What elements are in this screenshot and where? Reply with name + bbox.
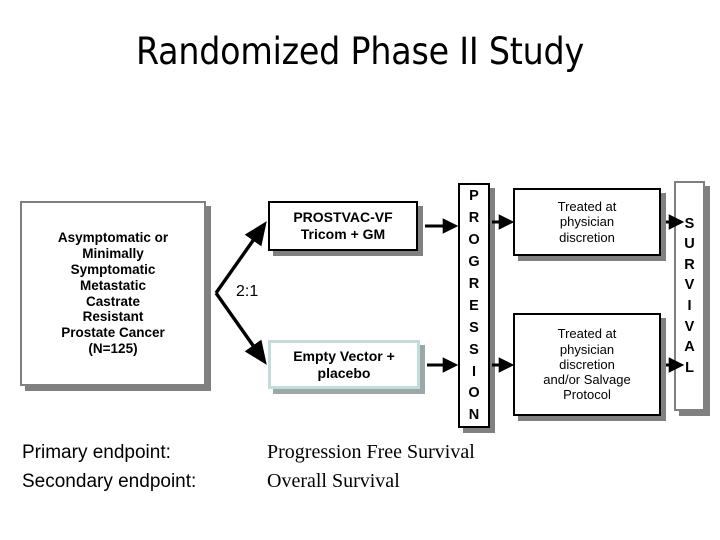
survival-letter-2: U: [684, 236, 695, 253]
eligibility-criteria-box: Asymptomatic or Minimally Symptomatic Me…: [20, 201, 206, 386]
post-progression-treatment-arm-a-box: Treated at physician discretion: [513, 188, 661, 256]
eligibility-line-6: Resistant: [82, 309, 144, 325]
secondary-endpoint-value: Overall Survival: [267, 470, 400, 492]
treat-bottom-line-5: Protocol: [563, 387, 611, 403]
survival-letter-8: L: [685, 359, 694, 376]
progression-letter-5: R: [468, 275, 480, 292]
progression-letter-1: P: [469, 188, 479, 204]
survival-letter-3: R: [684, 256, 695, 273]
eligibility-line-5: Castrate: [85, 293, 141, 309]
treat-bottom-line-4: and/or Salvage: [543, 372, 631, 388]
eligibility-line-1: Asymptomatic or: [57, 229, 169, 245]
arrow-randomize-to-arm-b: [214, 292, 267, 365]
survival-letter-1: S: [684, 215, 695, 232]
survival-column-box: S U R V I V A L: [674, 181, 705, 411]
progression-letter-4: G: [468, 253, 480, 270]
survival-letter-5: I: [687, 298, 692, 314]
eligibility-line-3: Symptomatic: [70, 261, 156, 277]
arm-a-line-1: PROSTVAC-VF: [293, 209, 393, 226]
progression-column-box: P R O G R E S S I O N: [458, 183, 490, 428]
primary-endpoint-value: Progression Free Survival: [267, 441, 475, 463]
treat-top-line-3: discretion: [559, 229, 615, 245]
control-arm-placebo-box: Empty Vector + placebo: [268, 340, 420, 389]
eligibility-line-7: Prostate Cancer: [61, 325, 165, 341]
treat-bottom-line-3: discretion: [559, 356, 615, 372]
progression-letter-7: S: [469, 319, 479, 336]
primary-endpoint-label: Primary endpoint:: [22, 442, 171, 463]
progression-letter-11: N: [468, 407, 480, 424]
arm-b-line-2: placebo: [317, 364, 371, 381]
survival-letter-7: A: [684, 339, 695, 356]
eligibility-line-2: Minimally: [82, 245, 144, 261]
progression-letter-2: R: [468, 209, 480, 226]
secondary-endpoint-row: Secondary endpoint: Overall Survival: [22, 470, 642, 496]
page-title: Randomized Phase II Study: [136, 30, 584, 73]
survival-letter-4: V: [684, 277, 695, 294]
post-progression-treatment-arm-b-box: Treated at physician discretion and/or S…: [513, 313, 661, 416]
progression-letter-6: E: [469, 297, 479, 314]
primary-endpoint-row: Primary endpoint: Progression Free Survi…: [22, 441, 642, 467]
treat-top-line-1: Treated at: [557, 199, 617, 214]
treatment-arm-prostvac-box: PROSTVAC-VF Tricom + GM: [268, 201, 418, 251]
progression-letter-3: O: [468, 231, 480, 248]
treat-bottom-line-2: physician: [559, 341, 615, 357]
treat-bottom-line-1: Treated at: [557, 326, 617, 342]
treat-top-line-2: physician: [559, 214, 615, 230]
progression-letter-8: S: [469, 341, 479, 358]
arm-b-line-1: Empty Vector +: [293, 347, 395, 364]
progression-letter-9: I: [471, 363, 477, 380]
eligibility-sample-size: (N=125): [88, 341, 138, 357]
progression-letter-10: O: [468, 385, 480, 402]
secondary-endpoint-label: Secondary endpoint:: [22, 471, 197, 492]
eligibility-line-4: Metastatic: [79, 277, 147, 293]
survival-letter-6: V: [684, 318, 695, 335]
arm-a-line-2: Tricom + GM: [300, 226, 386, 242]
randomization-ratio-label: 2:1: [236, 283, 259, 300]
